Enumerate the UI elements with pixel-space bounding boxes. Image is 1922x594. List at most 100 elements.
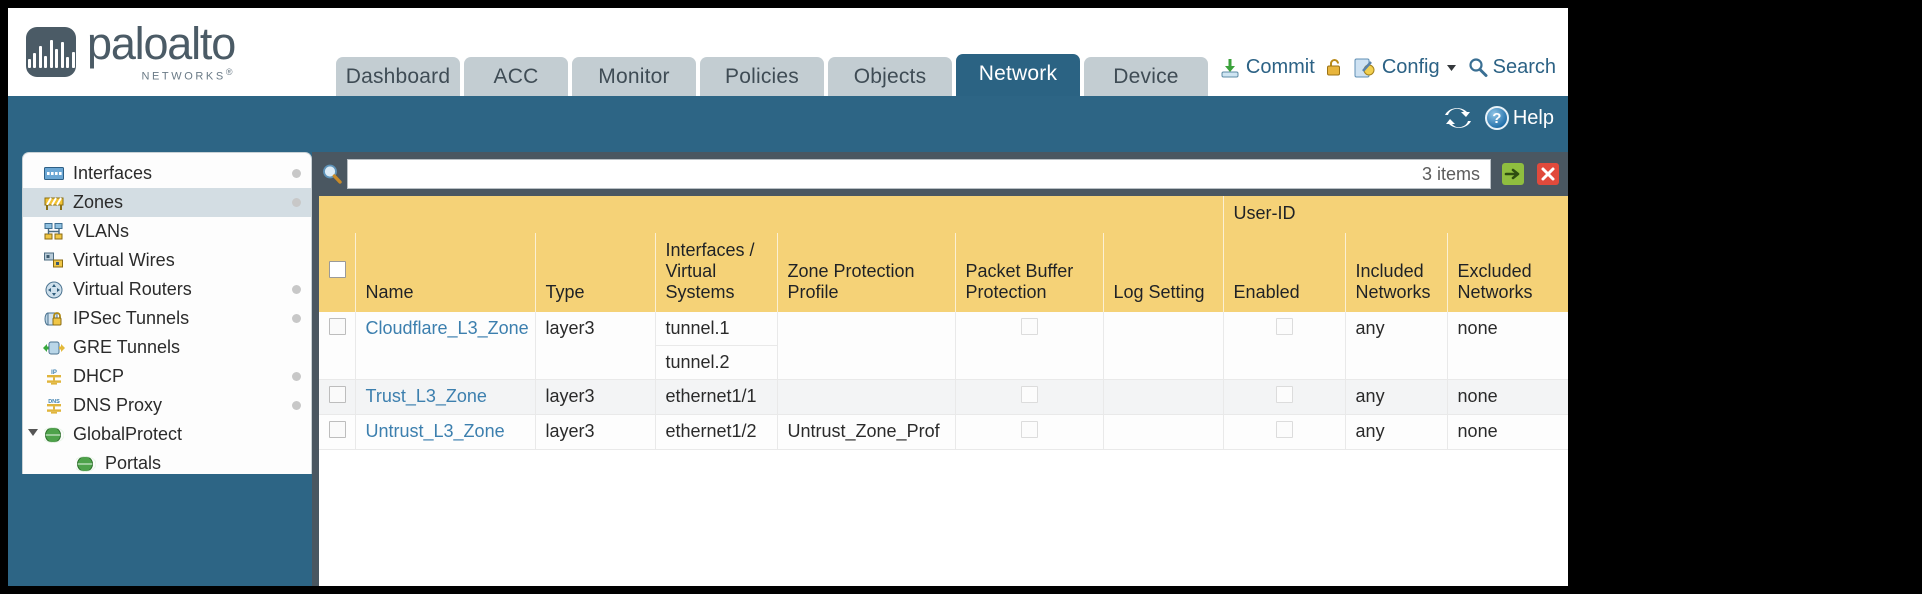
network-sidebar: Interfaces Zones VLANs Vir [22,152,312,474]
zones-icon [43,194,65,212]
items-count-label: 3 items [1421,163,1480,184]
clear-filter-button[interactable] [1535,161,1561,187]
zone-name-link[interactable]: Trust_L3_Zone [365,386,487,406]
row-select-cell [319,379,356,415]
tab-monitor[interactable]: Monitor [572,57,696,96]
select-all-checkbox[interactable] [329,260,346,278]
table-row[interactable]: Trust_L3_Zone layer3 ethernet1/1 [319,379,1568,415]
sub-header-actions: ? Help [1444,106,1554,130]
status-dot [292,401,301,410]
sidebar-item-portals[interactable]: Portals [23,449,311,474]
userid-enabled-checkbox[interactable] [1275,386,1293,403]
userid-enabled-checkbox[interactable] [1275,318,1293,335]
row-select-cell [319,414,356,450]
apply-filter-button[interactable] [1500,161,1526,187]
zones-table-wrapper: User-ID Name Type Interfaces / Virtual S… [319,196,1568,586]
sidebar-item-label: Virtual Routers [73,279,192,299]
cell-packet-buffer-protection [955,312,1104,380]
sidebar-item-label: Virtual Wires [73,250,175,270]
cell-packet-buffer-protection [955,379,1104,415]
refresh-icon[interactable] [1444,106,1471,130]
userid-enabled-checkbox[interactable] [1275,421,1293,438]
cell-excluded-networks: none [1447,379,1568,415]
col-header-excluded-networks[interactable]: Excluded Networks [1447,233,1568,312]
cell-excluded-networks: none [1447,312,1568,380]
tab-acc[interactable]: ACC [464,57,568,96]
tab-device[interactable]: Device [1084,57,1208,96]
sidebar-item-interfaces[interactable]: Interfaces [23,159,311,188]
expand-triangle-icon[interactable] [28,428,38,441]
tab-policies[interactable]: Policies [700,57,824,96]
top-header: paloalto NETWORKS® Dashboard ACC Monitor… [8,8,1568,96]
main-nav-tabs: Dashboard ACC Monitor Policies Objects N… [336,54,1208,96]
status-dot [292,198,301,207]
search-label: Search [1492,56,1556,78]
content-area: Interfaces Zones VLANs Vir [8,152,1568,586]
cell-included-networks: any [1345,379,1448,415]
cell-zone-protection-profile [777,312,956,380]
cell-log-setting [1103,379,1224,415]
sidebar-item-gre-tunnels[interactable]: GRE Tunnels [23,333,311,362]
lock-icon [1326,59,1340,76]
sidebar-item-zones[interactable]: Zones [23,188,311,217]
cell-excluded-networks: none [1447,414,1568,450]
config-button[interactable]: Config [1354,56,1458,79]
tab-network[interactable]: Network [956,54,1080,96]
logo-mark-icon [26,27,76,78]
packet-buffer-protection-checkbox[interactable] [1020,386,1038,403]
sidebar-item-dns-proxy[interactable]: DNS DNS Proxy [23,391,311,420]
tab-dashboard[interactable]: Dashboard [336,57,460,96]
cell-included-networks: any [1345,414,1448,450]
sidebar-item-vlans[interactable]: VLANs [23,217,311,246]
group-header-userid: User-ID [1223,196,1568,233]
table-row[interactable]: Untrust_L3_Zone layer3 ethernet1/2 Untru… [319,414,1568,450]
table-row[interactable]: Cloudflare_L3_Zone layer3 tunnel.1 tunne… [319,312,1568,380]
col-header-type[interactable]: Type [535,233,656,312]
status-dot [292,169,301,178]
search-magnifier-icon[interactable] [319,161,345,187]
cell-packet-buffer-protection [955,414,1104,450]
dns-proxy-icon: DNS [43,397,65,415]
lock-button[interactable] [1324,57,1345,78]
tab-objects[interactable]: Objects [828,57,952,96]
interfaces-icon [43,165,65,183]
col-header-log-setting[interactable]: Log Setting [1103,233,1224,312]
dhcp-icon: IP [43,368,65,386]
sidebar-item-ipsec-tunnels[interactable]: IPSec Tunnels [23,304,311,333]
cell-log-setting [1103,414,1224,450]
sub-header-bar: ? Help [8,96,1568,152]
col-header-packet-buffer-protection[interactable]: Packet Buffer Protection [955,233,1104,312]
col-header-interfaces[interactable]: Interfaces / Virtual Systems [655,233,778,312]
sidebar-item-label: VLANs [73,221,130,241]
sidebar-item-dhcp[interactable]: IP DHCP [23,362,311,391]
zone-name-link[interactable]: Cloudflare_L3_Zone [365,318,529,338]
row-checkbox[interactable] [329,386,346,403]
app-window: paloalto NETWORKS® Dashboard ACC Monitor… [8,8,1568,586]
virtual-wires-icon [43,252,65,270]
config-icon [1354,58,1375,77]
commit-button[interactable]: Commit [1219,56,1315,79]
help-button[interactable]: ? Help [1484,106,1554,130]
zone-name-link[interactable]: Untrust_L3_Zone [365,421,505,441]
sidebar-item-globalprotect[interactable]: GlobalProtect [23,420,311,449]
status-dot [292,285,301,294]
col-header-zone-protection-profile[interactable]: Zone Protection Profile [777,233,956,312]
row-checkbox[interactable] [329,421,346,438]
search-button[interactable]: Search [1467,56,1556,79]
commit-label: Commit [1245,56,1315,78]
packet-buffer-protection-checkbox[interactable] [1020,421,1038,438]
sidebar-item-virtual-wires[interactable]: Virtual Wires [23,246,311,275]
top-actions: Commit Config [1219,56,1556,79]
col-header-enabled[interactable]: Enabled [1223,233,1346,312]
packet-buffer-protection-checkbox[interactable] [1020,318,1038,335]
col-header-included-networks[interactable]: Included Networks [1345,233,1448,312]
search-input-wrapper[interactable]: 3 items [347,159,1491,189]
col-header-name[interactable]: Name [355,233,536,312]
row-checkbox[interactable] [329,318,346,335]
cell-interfaces: tunnel.1 tunnel.2 [655,312,778,380]
sidebar-item-virtual-routers[interactable]: Virtual Routers [23,275,311,304]
sidebar-item-label: DHCP [73,366,125,386]
sidebar-item-label: GlobalProtect [73,424,183,444]
sidebar-item-label: Portals [105,453,162,473]
main-panel: 3 items [312,152,1568,586]
